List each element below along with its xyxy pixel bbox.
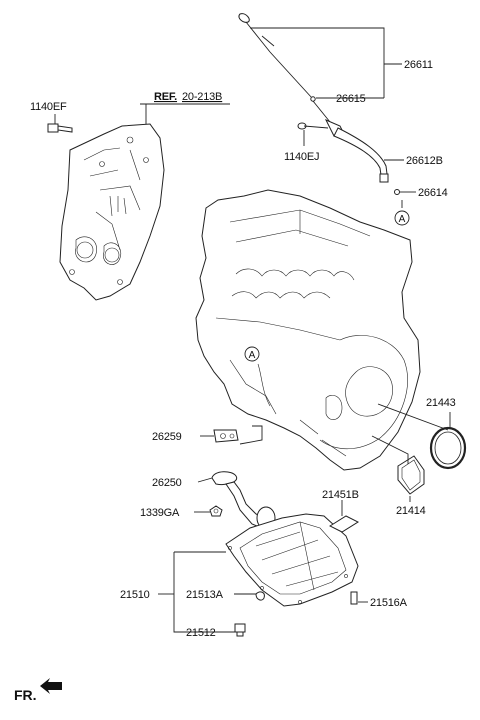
label-21451b: 21451B xyxy=(322,489,359,501)
marker-a-top-letter: A xyxy=(399,214,406,225)
nut-1339ga xyxy=(209,505,223,517)
leader-lines xyxy=(54,27,451,633)
bolt-1140ef xyxy=(47,123,73,133)
label-1140ef: 1140EF xyxy=(30,101,67,113)
marker-a-engine-letter: A xyxy=(249,350,256,361)
label-26250: 26250 xyxy=(152,477,182,489)
engine-block xyxy=(195,189,421,471)
marker-a-top: A xyxy=(394,210,410,226)
label-26612b: 26612B xyxy=(406,155,443,167)
front-label: FR. xyxy=(14,687,37,703)
label-1339ga: 1339GA xyxy=(140,507,180,519)
dipstick-assembly xyxy=(238,13,400,195)
label-1140ej: 1140EJ xyxy=(284,151,319,163)
ref-number: 20-213B xyxy=(182,91,222,103)
drain-plug-21512 xyxy=(234,623,246,637)
oil-pan xyxy=(225,513,359,607)
label-21516a: 21516A xyxy=(370,597,408,609)
label-21443: 21443 xyxy=(426,397,456,409)
rear-oil-seal xyxy=(429,426,467,470)
label-21513a: 21513A xyxy=(186,589,224,601)
oil-strainer xyxy=(211,471,276,530)
label-26615: 26615 xyxy=(336,93,366,105)
front-arrow-icon xyxy=(40,678,62,694)
baffle-21451b xyxy=(328,515,360,533)
callout-labels: 26611 26615 1140EF REF. 20-213B 1140EJ 2… xyxy=(30,59,456,639)
gasket-26259 xyxy=(213,429,239,443)
label-21414: 21414 xyxy=(396,505,426,517)
label-26611: 26611 xyxy=(404,59,433,71)
label-21510: 21510 xyxy=(120,589,150,601)
bolt-21516a xyxy=(350,591,358,605)
front-direction-indicator: FR. xyxy=(14,678,62,703)
ref-prefix: REF. xyxy=(154,91,177,103)
gasket-21513a xyxy=(255,591,265,601)
gasket-21414 xyxy=(397,455,425,495)
marker-a-engine: A xyxy=(244,346,260,362)
label-26614: 26614 xyxy=(418,187,448,199)
timing-cover xyxy=(59,123,165,301)
label-21512: 21512 xyxy=(186,627,216,639)
label-26259: 26259 xyxy=(152,431,182,443)
